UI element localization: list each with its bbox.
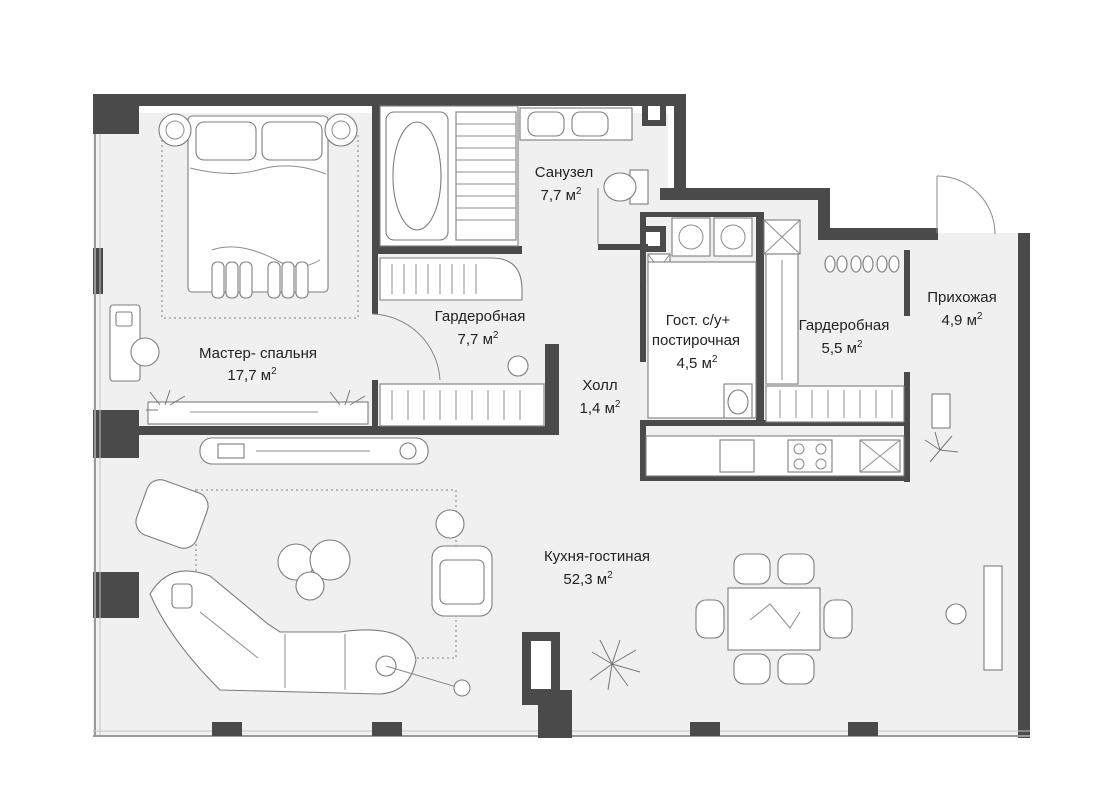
stove-icon — [787, 439, 833, 473]
sofa-icon — [149, 570, 471, 697]
label-wardrobe-2: Гардеробная 5,5 м2 — [799, 317, 890, 357]
svg-text:Гардеробная: Гардеробная — [435, 308, 526, 325]
wardrobe-2-fixtures — [763, 219, 905, 423]
room-labels: Мастер- спальня 17,7 м2 Санузел 7,7 м2 Г… — [199, 164, 997, 588]
svg-text:4,5 м2: 4,5 м2 — [677, 354, 718, 372]
svg-text:Холл: Холл — [582, 377, 617, 394]
bathroom-fixtures — [379, 105, 649, 247]
svg-text:Гост. с/у+: Гост. с/у+ — [666, 312, 731, 329]
guest-wc-fixtures — [647, 217, 757, 419]
interior-walls — [139, 106, 910, 482]
svg-text:7,7 м2: 7,7 м2 — [458, 330, 499, 348]
label-master-bedroom: Мастер- спальня 17,7 м2 — [199, 345, 317, 384]
dining-table-icon — [695, 553, 1003, 685]
armchair-icon — [135, 479, 493, 617]
svg-text:Гардеробная: Гардеробная — [799, 317, 890, 334]
label-guest-wc: Гост. с/у+ постирочная 4,5 м2 — [652, 312, 740, 372]
label-hallway: Прихожая 4,9 м2 — [927, 289, 997, 329]
exterior-walls — [93, 94, 1030, 738]
sink-icon — [519, 107, 633, 141]
svg-text:5,5 м2: 5,5 м2 — [822, 339, 863, 357]
label-kitchen-living: Кухня-гостиная 52,3 м2 — [544, 548, 650, 588]
nightstand-left — [158, 113, 192, 147]
label-hall: Холл 1,4 м2 — [580, 377, 621, 417]
shoe-rack — [824, 255, 900, 273]
washing-machine-icon — [671, 217, 753, 257]
desk — [109, 304, 160, 382]
bedroom-furniture — [109, 113, 369, 425]
tv-console — [147, 401, 369, 425]
bathtub-icon — [385, 111, 449, 241]
svg-text:Мастер- спальня: Мастер- спальня — [199, 345, 317, 362]
label-wardrobe-1: Гардеробная 7,7 м2 — [435, 308, 526, 348]
svg-text:4,9 м2: 4,9 м2 — [942, 311, 983, 329]
svg-text:Санузел: Санузел — [535, 164, 593, 181]
svg-text:7,7 м2: 7,7 м2 — [541, 186, 582, 204]
living-furniture — [135, 437, 641, 697]
wardrobe-1-fixtures — [371, 257, 545, 427]
label-bathroom: Санузел 7,7 м2 — [535, 164, 593, 204]
toilet-icon — [603, 169, 649, 205]
svg-text:52,3 м2: 52,3 м2 — [563, 570, 613, 588]
svg-text:Кухня-гостиная: Кухня-гостиная — [544, 548, 650, 565]
bed-icon — [187, 115, 329, 299]
coffee-tables — [277, 539, 351, 601]
guest-sink-icon — [723, 383, 753, 419]
kitchen-fixtures — [645, 431, 959, 477]
door-swing-icon — [931, 175, 996, 429]
nightstand-right — [324, 113, 358, 147]
svg-text:Прихожая: Прихожая — [927, 289, 997, 306]
plant-icon — [146, 389, 366, 411]
svg-text:17,7 м2: 17,7 м2 — [227, 366, 277, 384]
svg-text:1,4 м2: 1,4 м2 — [580, 399, 621, 417]
svg-text:постирочная: постирочная — [652, 332, 740, 349]
tv-bench — [199, 437, 429, 465]
